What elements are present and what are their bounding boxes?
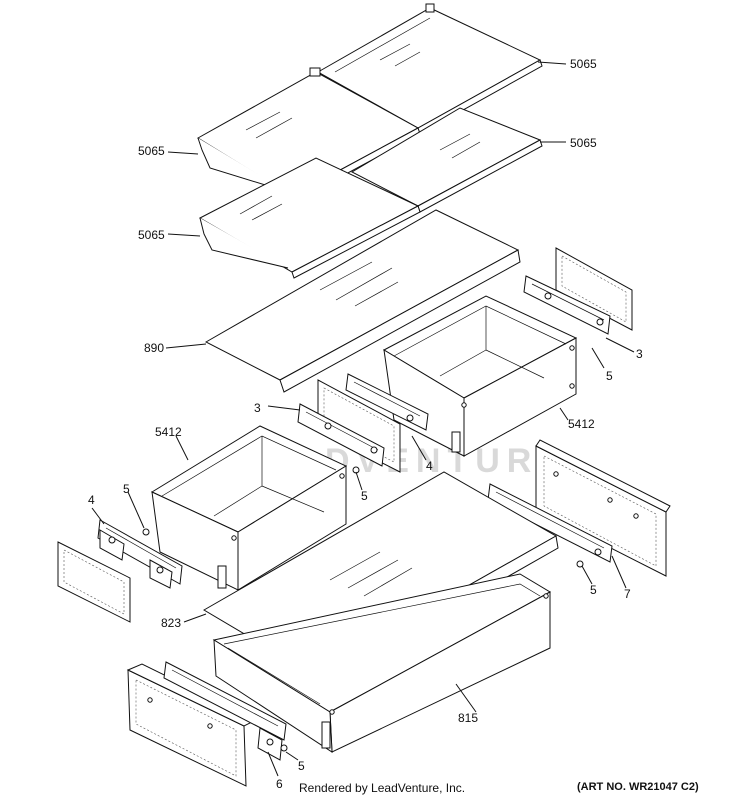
callout-5065-top-right: 5065 xyxy=(570,57,597,71)
callout-4-center: 4 xyxy=(426,459,433,473)
leader-lines xyxy=(91,61,635,777)
side-panel-right-upper xyxy=(555,247,633,331)
art-number: (ART NO. WR21047 C2) xyxy=(577,781,699,793)
crisper-drawer-right xyxy=(382,295,578,457)
callout-3-center: 3 xyxy=(254,401,261,415)
slide-rail-center-left xyxy=(297,403,385,467)
screw-left xyxy=(142,528,150,536)
callout-5-bottom: 5 xyxy=(298,759,305,773)
glass-shelf-middle-right xyxy=(350,107,543,213)
crisper-cover-890 xyxy=(204,209,521,393)
slide-rail-center-right xyxy=(345,373,429,431)
callout-5065-middle-left: 5065 xyxy=(138,228,165,242)
callout-5-left: 5 xyxy=(123,482,130,496)
screw-right-lower xyxy=(576,560,584,568)
callout-5-right-lower: 5 xyxy=(590,583,597,597)
slide-rail-bottom-left xyxy=(163,661,287,761)
side-panel-right-lower xyxy=(535,439,671,577)
side-panel-left xyxy=(57,541,131,623)
callout-5-right-upper: 5 xyxy=(606,369,613,383)
screw-bottom xyxy=(280,744,288,752)
callout-6: 6 xyxy=(276,777,283,791)
callout-823: 823 xyxy=(161,616,181,630)
glass-shelf-middle-left xyxy=(198,157,421,279)
callout-labels: 5065 5065 5065 5065 890 3 5 5412 3 4 5 5… xyxy=(88,57,643,791)
callout-7: 7 xyxy=(624,587,631,601)
callout-890: 890 xyxy=(144,341,164,355)
callout-5-center: 5 xyxy=(361,489,368,503)
slide-rail-right-lower xyxy=(487,483,613,563)
callout-5412-right: 5412 xyxy=(568,417,595,431)
callout-815: 815 xyxy=(458,711,478,725)
callout-5065-middle-right: 5065 xyxy=(570,136,597,150)
slide-rail-left xyxy=(97,519,183,589)
callout-5412-left: 5412 xyxy=(155,425,182,439)
slide-rail-right-upper xyxy=(523,275,611,335)
callout-3-right: 3 xyxy=(636,347,643,361)
callout-5065-top-left: 5065 xyxy=(138,144,165,158)
rendered-by-credit: Rendered by LeadVenture, Inc. xyxy=(299,781,466,795)
meat-pan-815 xyxy=(212,573,552,753)
crisper-drawer-left xyxy=(150,425,348,591)
callout-4-left: 4 xyxy=(88,493,95,507)
